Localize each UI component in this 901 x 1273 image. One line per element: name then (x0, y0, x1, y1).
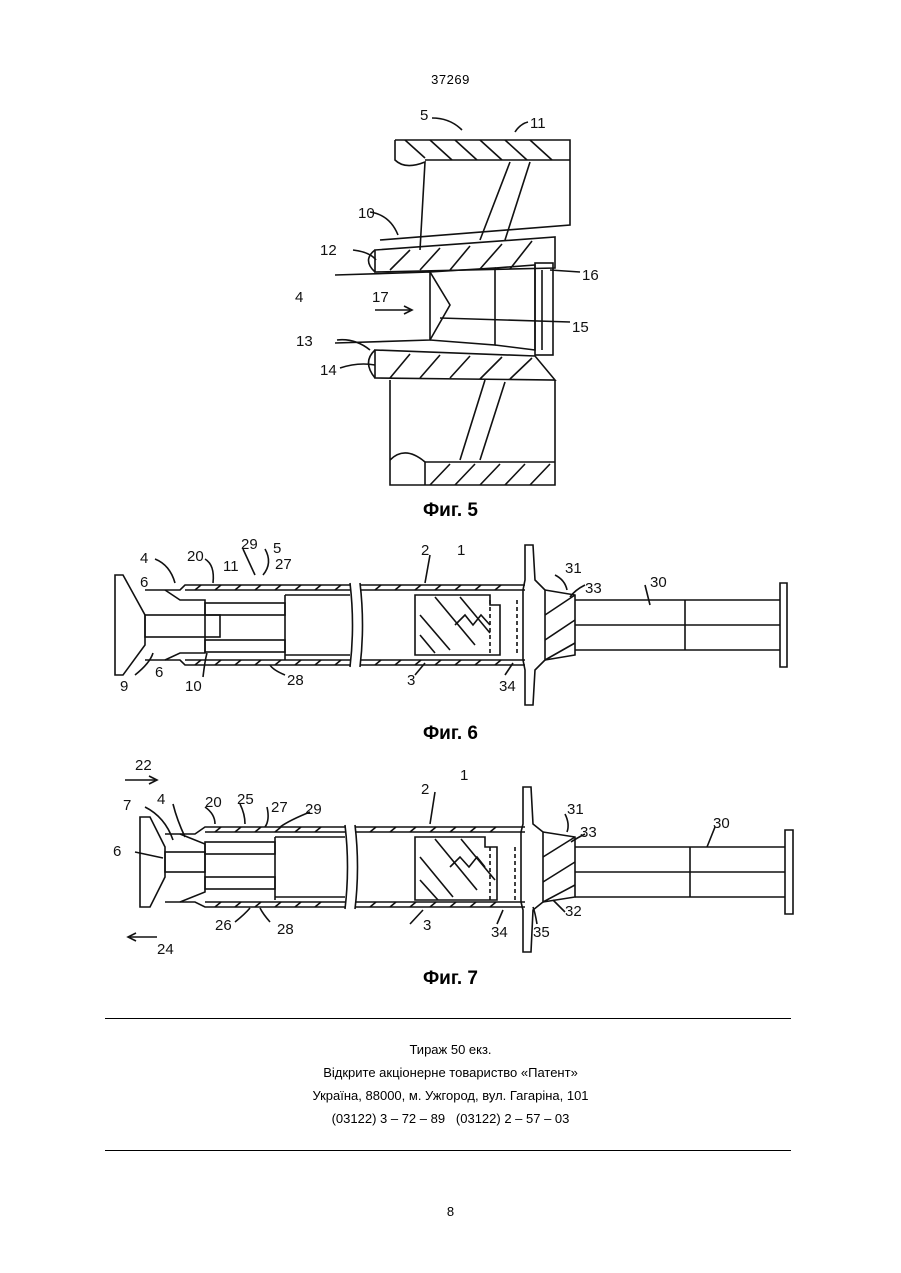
fig7-label: 28 (277, 921, 294, 938)
fig5-hatch-upper (405, 140, 570, 160)
fig6-label: 5 (273, 540, 281, 557)
fig6-label: 27 (275, 556, 292, 573)
fig6-label: 10 (185, 678, 202, 695)
fig6-label: 28 (287, 672, 304, 689)
fig5-label: 12 (320, 242, 337, 259)
fig6-label: 30 (650, 574, 667, 591)
figure-5-caption: Фиг. 5 (0, 500, 901, 522)
fig7-label: 29 (305, 801, 322, 818)
fig5-label: 5 (420, 107, 428, 124)
fig7-label: 7 (123, 797, 131, 814)
fig7-label: 20 (205, 794, 222, 811)
imprint-address: Україна, 88000, м. Ужгород, вул. Гагарін… (0, 1084, 901, 1107)
imprint-phones: (03122) 3 – 72 – 89 (03122) 2 – 57 – 03 (0, 1107, 901, 1130)
fig7-label: 24 (157, 941, 174, 958)
fig7-label: 35 (533, 924, 550, 941)
fig6-label: 9 (120, 678, 128, 695)
fig6-label: 1 (457, 542, 465, 559)
figure-7-caption: Фиг. 7 (0, 968, 901, 990)
fig6-label: 2 (421, 542, 429, 559)
fig6-label: 31 (565, 560, 582, 577)
fig7-label: 3 (423, 917, 431, 934)
fig7-label: 1 (460, 767, 468, 784)
fig6-label: 3 (407, 672, 415, 689)
imprint-block: Тираж 50 екз. Відкрите акціонерне товари… (0, 1038, 901, 1130)
fig7-label: 4 (157, 791, 165, 808)
fig5-upper-body (380, 140, 570, 240)
fig7-label: 27 (271, 799, 288, 816)
fig7-label: 33 (580, 824, 597, 841)
fig6-label: 34 (499, 678, 516, 695)
fig5-label: 15 (572, 319, 589, 336)
fig7-flange (140, 817, 165, 907)
fig6-label: 6 (140, 574, 148, 591)
top-divider (105, 1018, 791, 1019)
fig5-label: 17 (372, 289, 389, 306)
fig7-label: 34 (491, 924, 508, 941)
figure-6-caption: Фиг. 6 (0, 723, 901, 745)
page-number: 8 (0, 1204, 901, 1219)
fig7-label: 31 (567, 801, 584, 818)
fig5-lower-body (390, 380, 555, 485)
fig5-label: 14 (320, 362, 337, 379)
fig7-label: 25 (237, 791, 254, 808)
fig6-label: 20 (187, 548, 204, 565)
fig7-label: 30 (713, 815, 730, 832)
figure-6-drawing: 4 20 29 5 2 1 6 11 27 31 33 30 9 6 10 28… (105, 535, 805, 715)
figure-7-drawing: 22 7 4 20 25 27 29 2 1 31 33 30 6 26 28 … (105, 752, 805, 962)
imprint-circulation: Тираж 50 екз. (0, 1038, 901, 1061)
fig5-label: 13 (296, 333, 313, 350)
fig6-label: 6 (155, 664, 163, 681)
fig5-label: 11 (530, 115, 546, 132)
fig7-label: 2 (421, 781, 429, 798)
fig5-sleeve-bottom (375, 350, 555, 380)
fig5-sleeve-top (375, 237, 555, 272)
fig6-finger-flange (523, 545, 545, 705)
fig7-label: 32 (565, 903, 582, 920)
fig7-label: 22 (135, 757, 152, 774)
fig5-label: 10 (358, 205, 375, 222)
fig5-needle (335, 272, 450, 343)
figure-5-drawing: 5 11 10 12 16 4 17 15 13 14 (280, 100, 620, 495)
fig6-label: 33 (585, 580, 602, 597)
fig5-label: 16 (582, 267, 599, 284)
fig7-label: 6 (113, 843, 121, 860)
fig5-label: 4 (295, 289, 303, 306)
bottom-divider (105, 1150, 791, 1151)
fig6-label: 29 (241, 536, 258, 553)
imprint-publisher: Відкрите акціонерне товариство «Патент» (0, 1061, 901, 1084)
fig7-label: 26 (215, 917, 232, 934)
document-number: 37269 (0, 72, 901, 87)
fig6-label: 11 (223, 558, 239, 575)
fig6-label: 4 (140, 550, 148, 567)
